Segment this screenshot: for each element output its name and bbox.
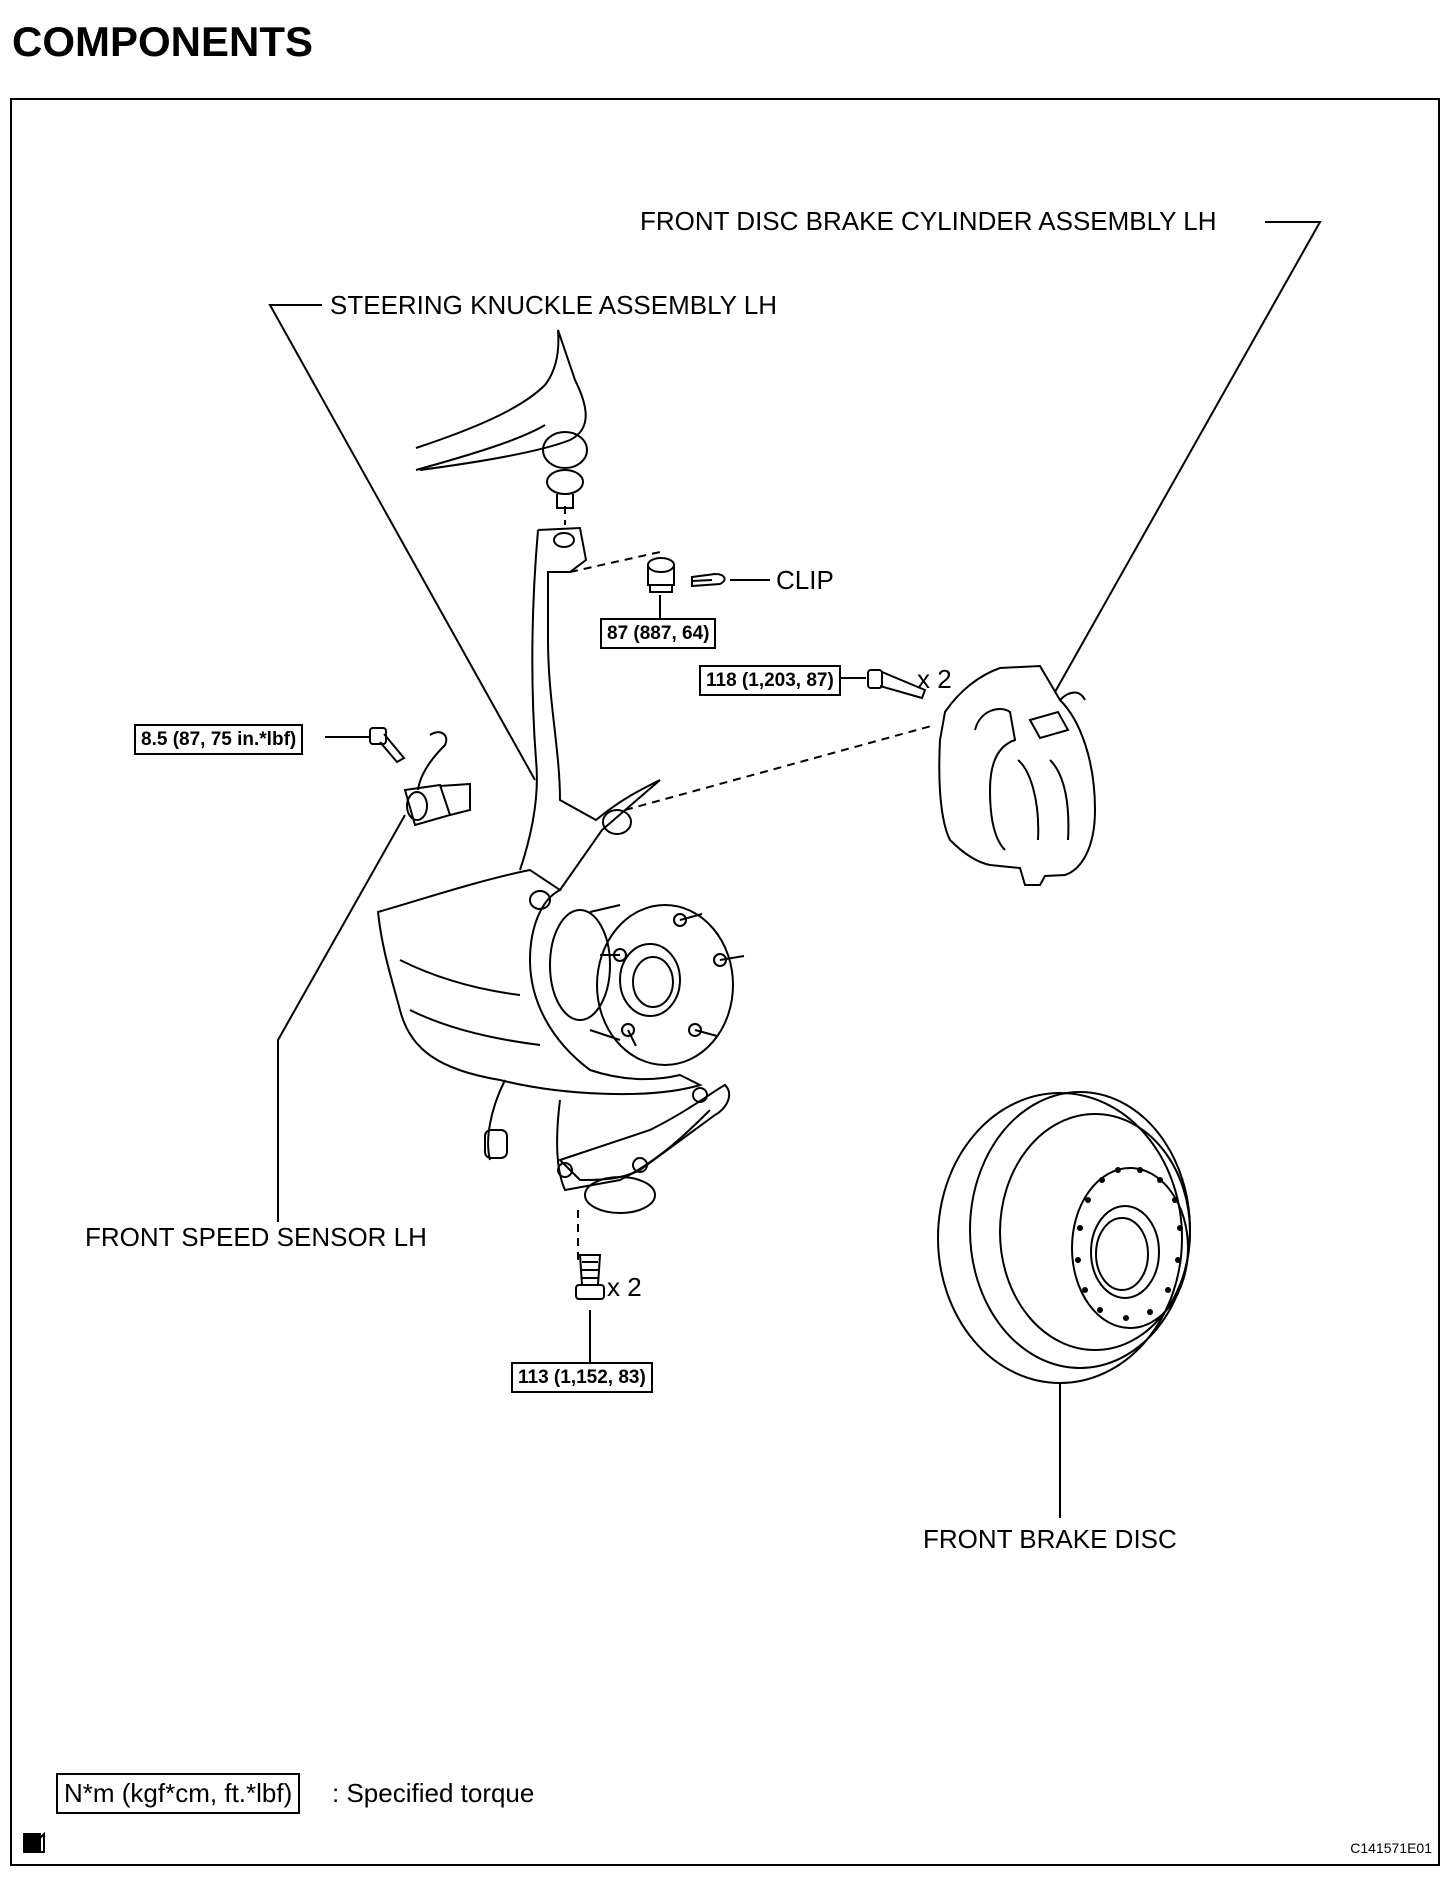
lower-bolt-torque-spec: 113 (1,152, 83) xyxy=(511,1362,653,1393)
speed-sensor-drawing xyxy=(403,731,471,827)
figure-code: C141571E01 xyxy=(1350,1840,1432,1856)
upper-arm-drawing xyxy=(415,329,588,509)
nut-drawing xyxy=(647,557,675,593)
clip-label: CLIP xyxy=(776,565,834,595)
nut-torque-spec: 87 (887, 64) xyxy=(600,618,717,649)
diagram-frame xyxy=(10,98,1440,1866)
nut-dashed-line xyxy=(569,551,661,573)
steering-knuckle-drawing xyxy=(376,526,711,1192)
caliper-bolt-quantity: x 2 xyxy=(917,664,952,694)
brake-disc-drawing xyxy=(937,1091,1191,1384)
sensor-bolt-torque-spec: 8.5 (87, 75 in.*lbf) xyxy=(134,724,304,755)
page-title: COMPONENTS xyxy=(12,18,314,65)
lower-ball-joint-drawing xyxy=(557,1083,731,1214)
torque-legend-text: : Specified torque xyxy=(332,1778,535,1808)
caliper-assembly-label: FRONT DISC BRAKE CYLINDER ASSEMBLY LH xyxy=(640,206,1217,236)
hub-drawing xyxy=(549,904,745,1066)
caliper-dashed-line xyxy=(624,724,936,811)
steering-knuckle-label: STEERING KNUCKLE ASSEMBLY LH xyxy=(330,290,777,320)
brake-disc-holes xyxy=(1075,1167,1183,1321)
book-icon xyxy=(23,1831,45,1853)
speed-sensor-label: FRONT SPEED SENSOR LH xyxy=(85,1222,427,1252)
sensor-bolt-drawing xyxy=(369,727,406,764)
brake-disc-label: FRONT BRAKE DISC xyxy=(923,1524,1177,1554)
caliper-bolt-drawing xyxy=(867,669,927,700)
sensor-leader-line xyxy=(277,814,406,1222)
knuckle-leader-line xyxy=(268,304,536,781)
caliper-leader-line xyxy=(1054,221,1322,693)
caliper-bolt-torque-spec: 118 (1,203, 87) xyxy=(699,665,841,696)
clip-drawing xyxy=(691,572,726,588)
lower-bolt-drawing xyxy=(575,1254,605,1300)
torque-legend-unit: N*m (kgf*cm, ft.*lbf) xyxy=(56,1773,301,1814)
caliper-drawing xyxy=(938,664,1097,886)
lower-bolt-quantity: x 2 xyxy=(607,1272,642,1302)
